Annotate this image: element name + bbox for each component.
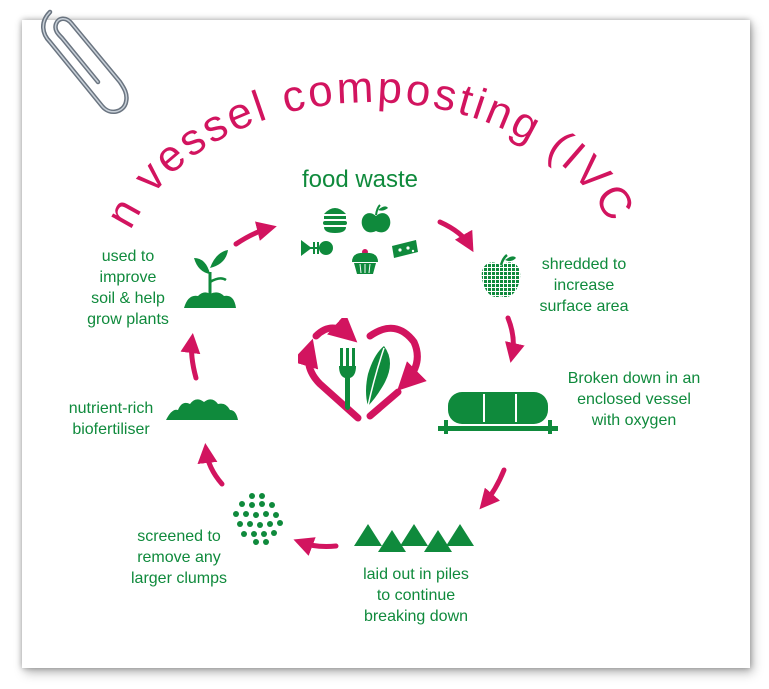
burger-icon — [323, 208, 347, 233]
cheese-icon — [392, 240, 418, 258]
vessel-icon — [438, 392, 558, 434]
soil-mound-icon — [166, 399, 238, 420]
cupcake-icon — [352, 249, 378, 274]
food-waste-label: food waste — [301, 166, 419, 193]
seedling-icon — [184, 250, 236, 308]
shredded-apple-icon — [481, 254, 521, 298]
vessel-label: Broken down in an enclosed vessel with o… — [567, 370, 701, 429]
shredded-label: shredded to increase surface area — [539, 256, 629, 315]
screened-label: screened to remove any larger clumps — [130, 528, 228, 587]
arrow-biofertiliser-to-plants — [180, 333, 201, 381]
piles-icon — [354, 524, 474, 552]
apple-icon — [361, 204, 391, 233]
food-waste-icons — [301, 204, 418, 274]
paper-clip-icon — [41, 9, 129, 115]
piles-label: laid out in piles to continue breaking d… — [363, 566, 469, 625]
arrow-shredded-to-vessel — [505, 315, 525, 363]
arrow-vessel-to-piles — [479, 467, 507, 510]
dots-icon — [233, 493, 283, 545]
paper-card — [22, 20, 750, 668]
arrow-foodwaste-to-shredded — [437, 219, 474, 253]
arrow-screened-to-biofertiliser — [197, 443, 225, 487]
heart-with-fork-and-leaf-icon — [298, 318, 427, 422]
arrow-plants-to-foodwaste — [233, 221, 277, 247]
biofertiliser-label: nutrient-rich biofertiliser — [68, 400, 154, 438]
arrow-piles-to-screened — [293, 537, 339, 556]
fish-bone-icon — [301, 240, 333, 256]
plants-label: used to improve soil & help grow plants — [87, 248, 169, 328]
